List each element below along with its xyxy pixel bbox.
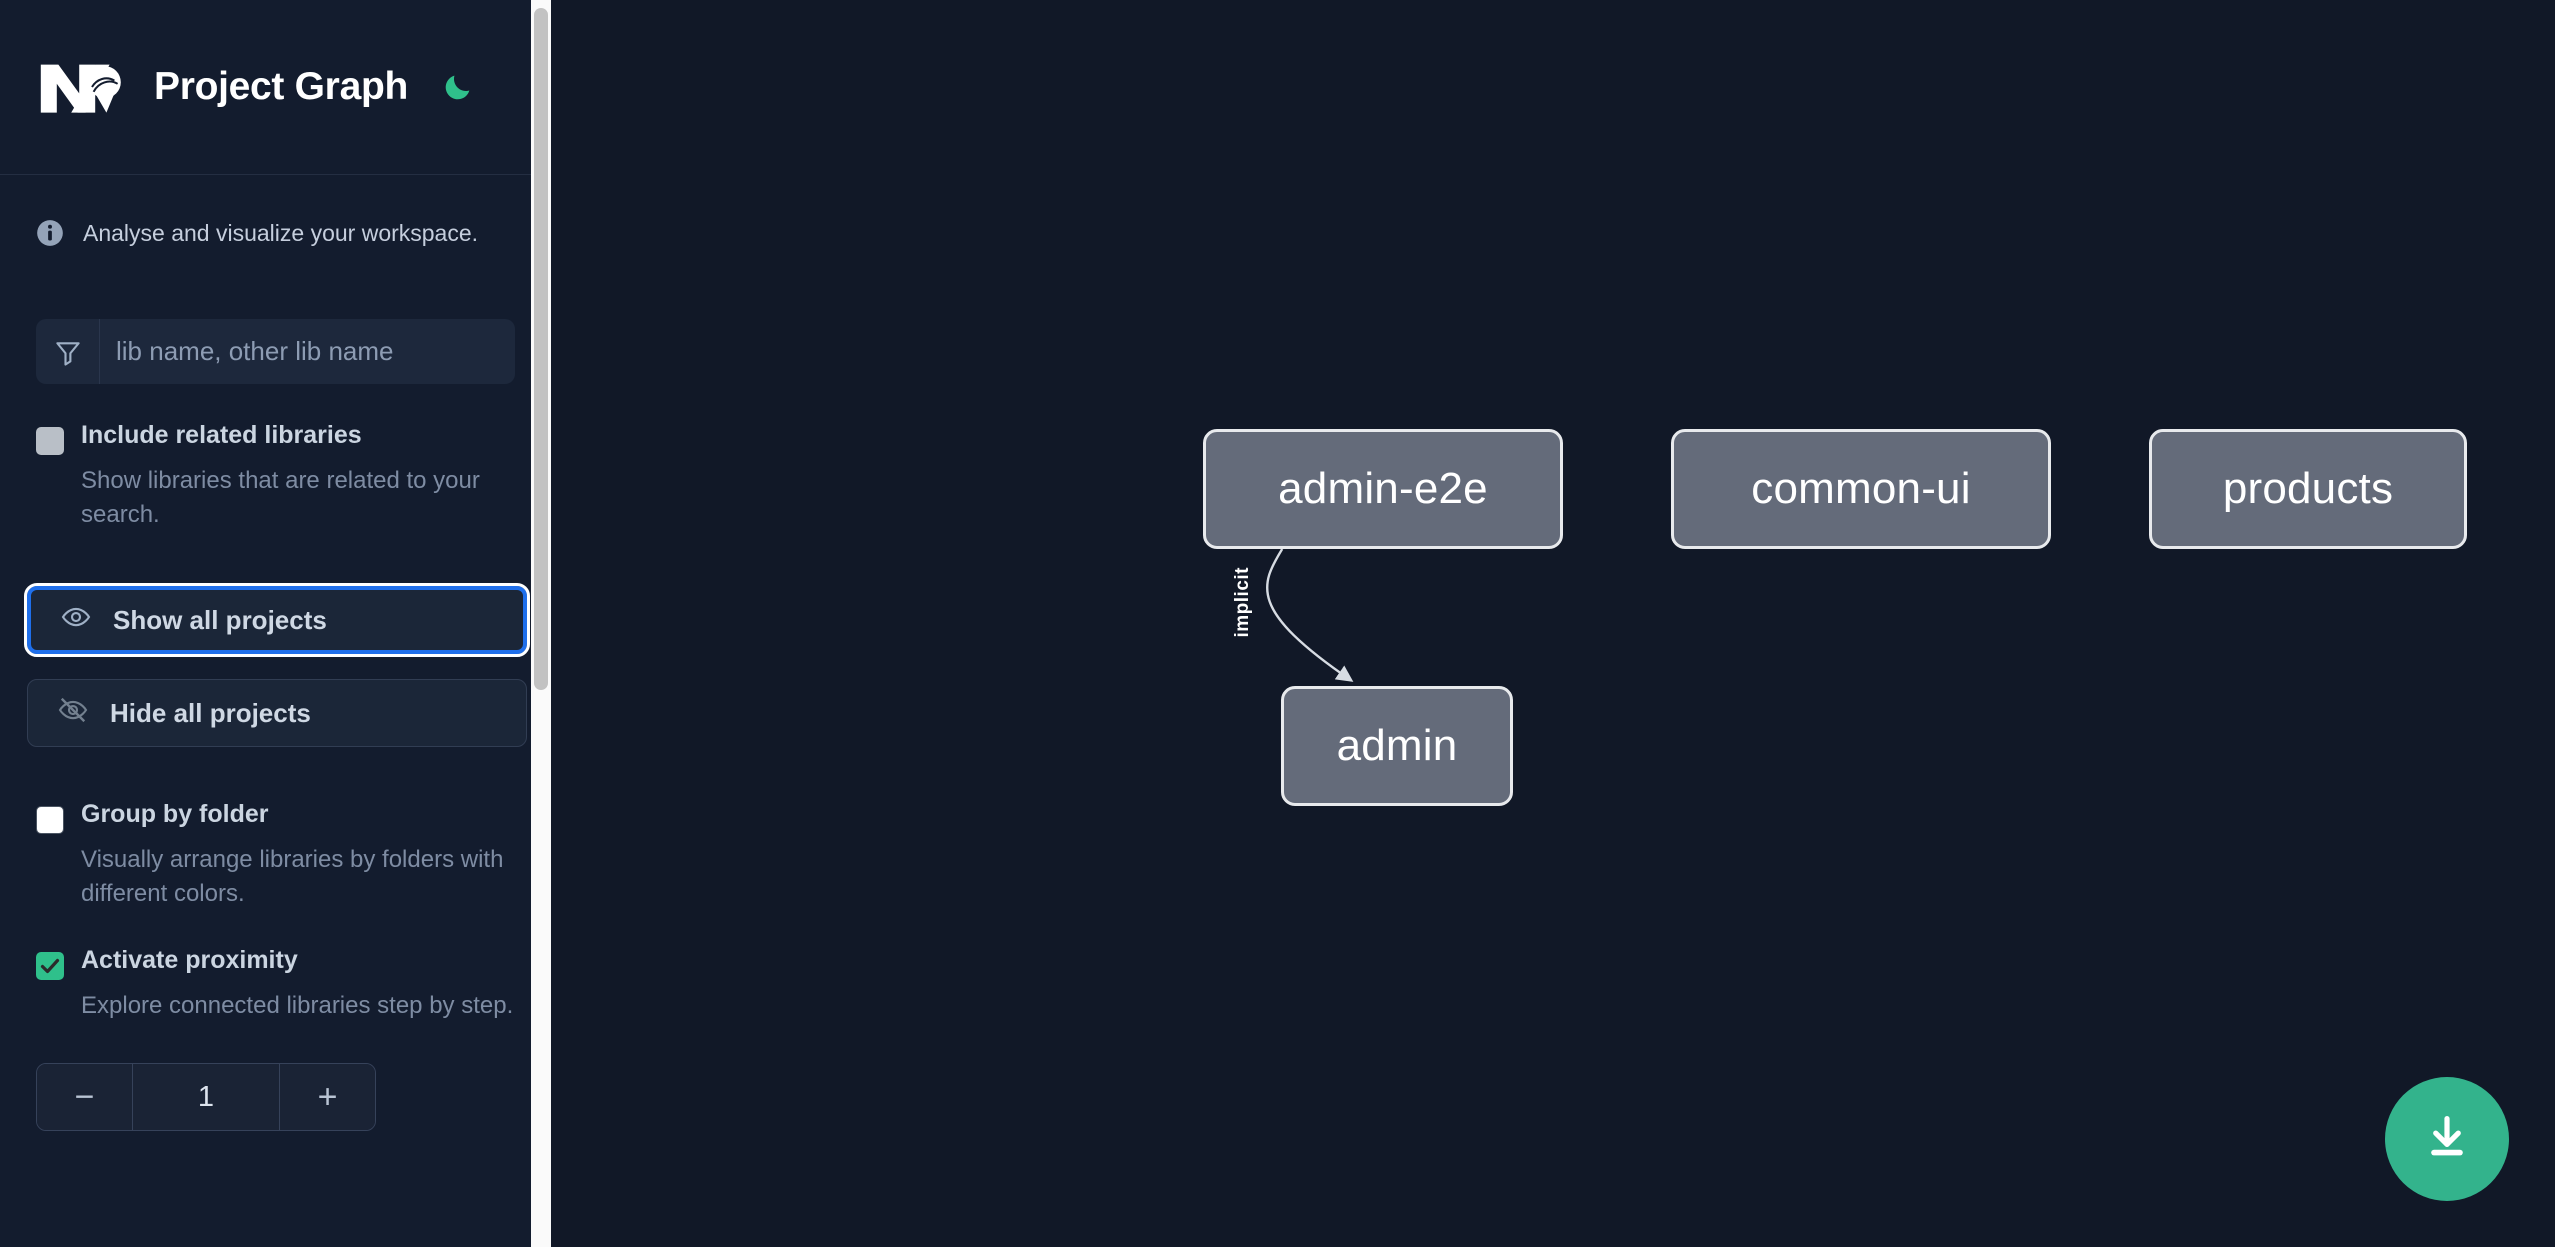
include-related-libraries-description: Show libraries that are related to your …	[81, 467, 480, 529]
show-all-projects-label: Show all projects	[113, 604, 327, 635]
download-graph-button[interactable]	[2385, 1077, 2509, 1201]
option-group-by-folder: Group by folder Visually arrange librari…	[0, 801, 551, 911]
workspace-info-text: Analyse and visualize your workspace.	[83, 219, 479, 246]
proximity-value-input[interactable]: 1	[132, 1064, 280, 1131]
proximity-stepper: − 1 +	[36, 1063, 376, 1132]
workspace-info: Analyse and visualize your workspace.	[0, 219, 551, 247]
include-related-libraries-checkbox[interactable]	[36, 427, 64, 455]
graph-node-admin-e2e[interactable]: admin-e2e	[1203, 429, 1563, 549]
option-include-related-libraries: Include related libraries Show libraries…	[0, 421, 551, 532]
graph-node-label: products	[2222, 464, 2394, 513]
show-all-projects-button[interactable]: Show all projects	[24, 583, 530, 658]
graph-node-products[interactable]: products	[2149, 429, 2467, 549]
filter-funnel-icon	[36, 319, 100, 384]
eye-icon	[61, 602, 91, 639]
proximity-increment-button[interactable]: +	[280, 1064, 375, 1131]
hide-all-projects-button[interactable]: Hide all projects	[27, 679, 527, 748]
activate-proximity-label: Activate proximity	[81, 946, 298, 975]
group-by-folder-description: Visually arrange libraries by folders wi…	[81, 846, 504, 908]
sidebar-header: Project Graph	[0, 0, 551, 175]
sidebar: Project Graph Analyse and visualize your…	[0, 0, 551, 1247]
info-circle-icon	[36, 219, 64, 247]
graph-edges	[1266, 548, 1354, 682]
page-title: Project Graph	[154, 65, 408, 108]
include-related-libraries-label: Include related libraries	[81, 421, 362, 449]
option-activate-proximity: Activate proximity Explore connected lib…	[0, 947, 551, 1023]
nx-logo-icon	[36, 55, 132, 119]
visibility-buttons: Show all projects Hide all projects	[0, 583, 551, 748]
eye-slash-icon	[58, 695, 88, 732]
activate-proximity-description: Explore connected libraries step by step…	[81, 992, 514, 1020]
moon-icon[interactable]	[438, 67, 478, 107]
sidebar-scrollbar-thumb[interactable]	[534, 8, 548, 690]
group-by-folder-label: Group by folder	[81, 800, 269, 829]
proximity-decrement-button[interactable]: −	[37, 1064, 132, 1131]
graph-layer: admin-e2ecommon-uiproductsstore-e2eadmin…	[551, 0, 2555, 1247]
hide-all-projects-label: Hide all projects	[110, 697, 311, 728]
graph-node-label: admin	[1336, 721, 1458, 770]
activate-proximity-checkbox[interactable]	[36, 952, 64, 981]
graph-canvas[interactable]: admin-e2ecommon-uiproductsstore-e2eadmin…	[551, 0, 2555, 1247]
group-by-folder-checkbox[interactable]	[36, 806, 64, 835]
graph-edge-label: implicit	[1232, 567, 1254, 638]
graph-node-admin[interactable]: admin	[1281, 686, 1513, 806]
sidebar-scrollbar[interactable]	[531, 0, 551, 1247]
graph-edge-admin-e2e-to-admin	[1266, 548, 1354, 682]
download-icon	[2421, 1111, 2473, 1168]
graph-node-label: common-ui	[1751, 464, 1971, 513]
graph-node-label: admin-e2e	[1278, 464, 1488, 513]
graph-node-common-ui[interactable]: common-ui	[1671, 429, 2051, 549]
search-box[interactable]	[36, 319, 515, 384]
search-input[interactable]	[100, 319, 515, 384]
